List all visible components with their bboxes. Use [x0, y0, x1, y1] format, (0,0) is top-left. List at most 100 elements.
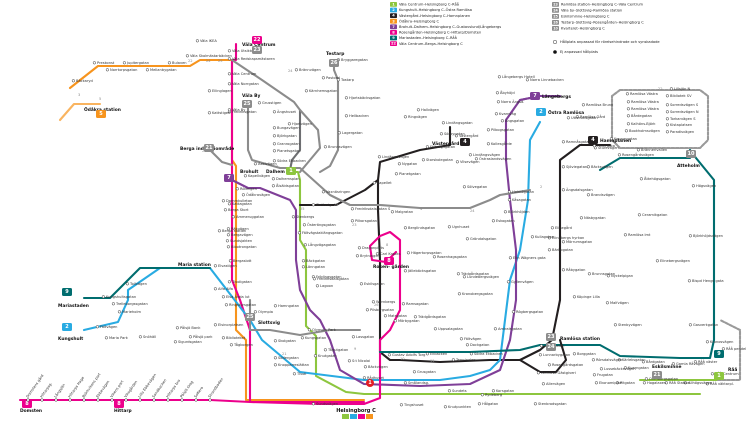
stop-marker[interactable]	[223, 208, 227, 212]
route-ramlosa-loop[interactable]	[518, 338, 568, 374]
stop-marker[interactable]	[468, 153, 472, 157]
stop-marker[interactable]	[145, 68, 149, 72]
stop-marker[interactable]	[705, 382, 709, 386]
stop-marker[interactable]	[491, 219, 495, 223]
stop-label[interactable]: Långebergs Hotell	[502, 74, 535, 79]
stop-marker[interactable]	[497, 75, 501, 79]
stop-label[interactable]: Kullagatan	[535, 235, 554, 239]
stop-marker[interactable]	[312, 277, 316, 281]
stop-marker[interactable]	[664, 381, 668, 385]
stop-label[interactable]: Råå Centrum	[715, 371, 739, 376]
stop-marker[interactable]	[474, 157, 478, 161]
stop-label[interactable]: Hallvägen	[421, 108, 439, 112]
stop-label[interactable]: Lagergatan	[342, 131, 362, 135]
stop-label[interactable]: Bäckvägen	[368, 365, 388, 369]
stop-marker[interactable]	[377, 155, 381, 159]
stop-marker[interactable]	[307, 328, 311, 332]
stop-label[interactable]: Kronobergsgatan	[462, 292, 493, 296]
bottom-stop-marker[interactable]	[124, 398, 128, 402]
stop-marker[interactable]	[138, 335, 142, 339]
stop-label[interactable]: Stenbrodsgatan	[538, 402, 567, 406]
stop-marker[interactable]	[665, 117, 669, 121]
stop-marker[interactable]	[561, 240, 565, 244]
bottom-stop-marker[interactable]	[40, 398, 44, 402]
stop-label[interactable]: Hägertorpsgatan	[411, 251, 442, 255]
stop-label[interactable]: Ringvägen	[408, 115, 427, 119]
stop-marker[interactable]	[226, 227, 230, 231]
stop-marker[interactable]	[403, 226, 407, 230]
stop-marker[interactable]	[297, 231, 301, 235]
stop-label[interactable]: Biblioteket	[226, 336, 246, 340]
hub-helsingborg[interactable]: Helsingborg C	[336, 408, 376, 414]
badge-8-hittarp[interactable]: 8	[114, 400, 124, 408]
stop-label[interactable]: Carl Krooks	[380, 252, 401, 256]
stop-label[interactable]: Kronosvägen	[710, 340, 733, 344]
stop-label[interactable]: Ugnhuset	[452, 225, 470, 229]
stop-marker[interactable]	[459, 337, 463, 341]
stop-marker[interactable]	[336, 78, 340, 82]
stop-marker[interactable]	[507, 198, 511, 202]
bottom-stop-marker[interactable]	[208, 398, 212, 402]
stop-label[interactable]: Ramlösa Västra	[631, 100, 659, 104]
stop-marker[interactable]	[350, 207, 354, 211]
stop-marker[interactable]	[323, 145, 327, 149]
stop-label[interactable]: Tågborgen	[233, 342, 253, 347]
stop-marker[interactable]	[624, 129, 628, 133]
stop-marker[interactable]	[639, 177, 643, 181]
stop-marker[interactable]	[665, 103, 669, 107]
stop-label[interactable]: Ramlösa Västra	[631, 107, 659, 111]
stop-label[interactable]: Bulaven	[172, 61, 187, 65]
stop-label[interactable]: Hamngatan	[278, 304, 299, 308]
hub-mariastaden[interactable]: Mariastaden	[58, 303, 89, 309]
stop-marker[interactable]	[465, 237, 469, 241]
stop-marker[interactable]	[272, 142, 276, 146]
stop-label[interactable]: Jupitergatan	[126, 61, 149, 65]
stop-marker[interactable]	[413, 315, 417, 319]
stop-label[interactable]: Olympia Park	[312, 328, 337, 332]
stop-marker[interactable]	[301, 259, 305, 263]
stop-label[interactable]: Orenborgsgatan	[649, 377, 678, 381]
stop-marker[interactable]	[636, 148, 640, 152]
stop-marker[interactable]	[272, 134, 276, 138]
stop-label[interactable]: Väla Skolmästarbäcken	[190, 54, 232, 58]
stop-marker[interactable]	[302, 223, 306, 227]
stop-label[interactable]: Sundsjakten	[230, 239, 252, 243]
hub-vala[interactable]: Väla Centrum	[242, 42, 276, 48]
stop-marker[interactable]	[243, 174, 247, 178]
hub-hittarp[interactable]: Hittarp	[114, 408, 132, 414]
stop-marker[interactable]	[575, 115, 579, 119]
stop-marker[interactable]	[387, 353, 391, 357]
stop-label[interactable]: Fredriksdalsgatan S	[355, 207, 391, 211]
stop-marker[interactable]	[665, 130, 669, 134]
stop-label[interactable]: Elsinorplatsen	[218, 323, 243, 327]
stop-label[interactable]: Amiralsgatan	[498, 327, 522, 331]
stop-marker[interactable]	[539, 344, 543, 348]
stop-label[interactable]: Ammeruggatan	[236, 215, 264, 219]
stop-label[interactable]: Ellinglagen	[212, 89, 232, 93]
stop-label[interactable]: Smålandsg.	[408, 380, 429, 385]
route-24[interactable]	[246, 106, 532, 210]
stop-label[interactable]: Rosengårdsvägen	[622, 152, 654, 157]
stop-label[interactable]: Preskonst	[97, 61, 115, 65]
stop-label[interactable]: Väla IKEA	[200, 39, 217, 43]
bottom-stop-marker[interactable]	[26, 398, 30, 402]
stop-label[interactable]: Grusstigen	[262, 101, 281, 105]
badge-2-ostra[interactable]: 2	[536, 108, 546, 116]
hub-vastergard[interactable]: Västergård	[432, 140, 459, 147]
badge-4-vastergard[interactable]: 4	[460, 138, 470, 146]
stop-marker[interactable]	[592, 373, 596, 377]
stop-label[interactable]: Bårdegatan	[631, 113, 652, 118]
stop-marker[interactable]	[227, 72, 231, 76]
stop-label[interactable]: Lillsjön N	[674, 87, 690, 91]
stop-label[interactable]: Berga Stort	[228, 208, 249, 212]
stop-label[interactable]: Grusgatan	[417, 370, 436, 374]
stop-label[interactable]: Ramlösa Gästgiveri	[541, 371, 576, 375]
stop-marker[interactable]	[626, 114, 630, 118]
stop-label[interactable]: Sigurdsgatan	[178, 340, 202, 344]
stop-marker[interactable]	[506, 280, 510, 284]
bottom-stop-marker[interactable]	[138, 398, 142, 402]
badge-9-maria[interactable]: 9	[62, 288, 72, 296]
stop-marker[interactable]	[626, 107, 630, 111]
stop-label[interactable]: Torkarvägen S	[669, 117, 696, 121]
stop-marker[interactable]	[185, 54, 189, 58]
